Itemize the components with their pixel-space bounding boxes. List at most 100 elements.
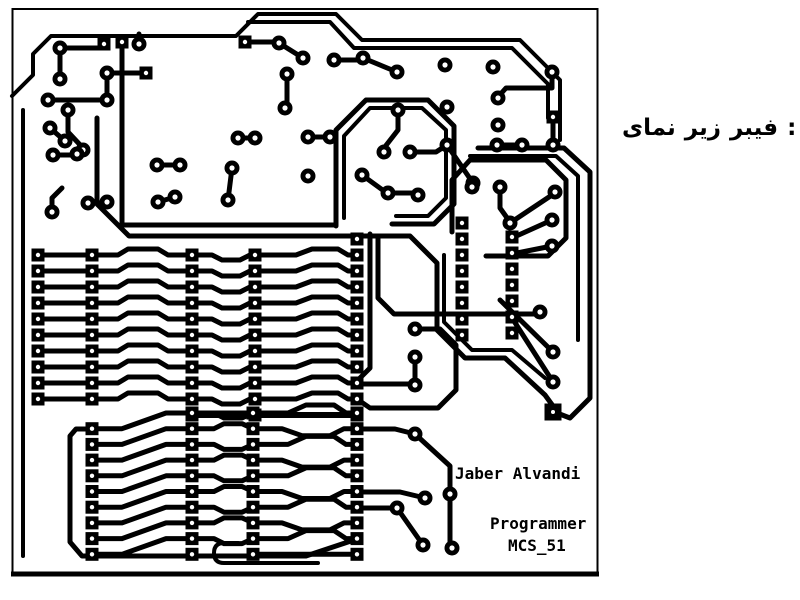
pad-hole [189,442,195,447]
pad-hole [252,348,258,354]
pad-hole [104,70,110,76]
copper-trace [89,536,195,557]
pad-hole [250,552,256,557]
pad-hole [385,190,391,196]
pad-hole [47,125,53,131]
pad-hole [89,252,95,258]
copper-trace [394,505,426,548]
pad-hole [50,152,56,158]
pad-hole [89,268,95,274]
pad-hole [104,199,110,205]
pad-hole [189,300,195,306]
pad-hole [327,134,333,140]
pad-hole [412,431,418,437]
copper-trace [252,326,360,338]
pad-hole [189,380,195,386]
pad-hole [189,316,195,322]
pad-hole [459,268,465,274]
copper-trace [507,190,558,226]
pad-hole [189,552,195,557]
pad-hole [519,142,525,148]
copper-trace [250,528,360,542]
pad-hole [509,234,515,240]
copper-trace [189,473,256,484]
pad-hole [459,300,465,306]
pad-hole [459,236,465,242]
pad-hole [35,268,41,274]
pad-hole [444,104,450,110]
pad-hole [494,142,500,148]
pad-hole [412,382,418,388]
copper-trace [89,441,195,463]
copper-trace [89,473,195,494]
pad-hole [354,489,360,494]
trace-layer [10,12,593,565]
pad-hole [354,236,360,242]
pad-hole [189,364,195,370]
pad-hole [89,520,95,526]
pad-hole [74,151,80,157]
copper-trace [189,515,256,526]
pad-hole [154,162,160,168]
pad-hole [412,354,418,360]
pad-hole [444,142,450,148]
pad-hole [354,442,360,447]
copper-trace [10,12,562,142]
pad-hole [354,536,360,541]
pad-hole [89,442,95,447]
pad-hole [172,194,178,200]
pad-hole [189,332,195,338]
pad-hole [550,114,556,120]
silkscreen-title-line2: MCS_51 [508,536,566,555]
copper-trace [89,358,195,370]
copper-trace [189,484,256,494]
pad-hole [420,542,426,548]
copper-trace [189,452,256,463]
pad-hole [62,138,68,144]
pad-hole [549,217,555,223]
pad-hole [250,489,256,494]
copper-trace [89,246,195,258]
pad-hole [459,220,465,226]
pad-hole [422,495,428,501]
pad-hole [89,473,95,478]
pad-hole [354,457,360,463]
copper-trace [89,457,195,479]
pad-hole [509,250,515,256]
copper-trace [89,310,195,322]
pad-hole [507,220,513,226]
pad-hole [284,71,290,77]
pad-hole [143,70,149,76]
copper-trace [509,315,556,385]
caption-word: فیبر [729,115,779,141]
pad-hole [252,268,258,274]
pad-hole [155,199,161,205]
pad-hole [359,172,365,178]
pad-hole [354,364,360,370]
pad-layer [31,35,563,561]
pad-hole [354,473,360,478]
pad-hole [509,266,515,272]
pad-hole [35,396,41,402]
pad-hole [354,348,360,354]
copper-trace [252,262,360,274]
pad-hole [550,349,556,355]
pad-hole [252,380,258,386]
caption-word: زیر [684,115,721,141]
copper-trace [442,253,547,380]
pad-hole [509,330,515,336]
pad-hole [89,505,95,510]
pad-hole [189,396,195,402]
pad-hole [495,95,501,101]
pad-hole [89,348,95,354]
pad-hole [550,142,556,148]
pad-hole [189,268,195,274]
pad-hole [136,41,142,47]
copper-trace [412,431,453,551]
pad-hole [89,536,95,541]
pad-hole [189,457,195,463]
pad-hole [360,55,366,61]
pad-hole [89,364,95,370]
pad-hole [300,55,306,61]
